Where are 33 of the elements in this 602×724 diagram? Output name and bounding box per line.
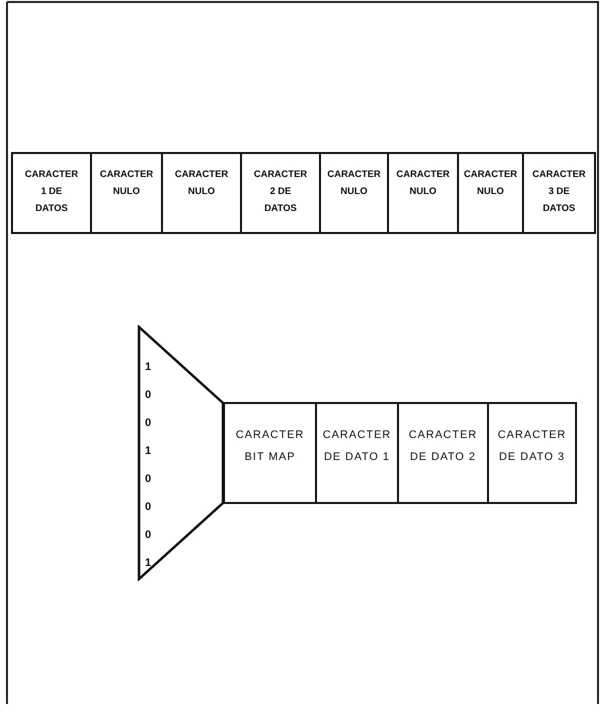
cell-label: CARACTER DE DATO 3 — [496, 428, 568, 465]
bit-digit: 1 — [145, 445, 152, 457]
character-cell — [161, 152, 242, 234]
bit-digit: 0 — [145, 417, 152, 429]
character-cell — [315, 402, 399, 504]
bit-digit: 0 — [145, 529, 152, 541]
character-cell — [397, 402, 489, 504]
cell-label: CARACTER NULO — [174, 168, 230, 199]
character-cell — [223, 402, 317, 504]
cell-label: CARACTER NULO — [326, 168, 382, 199]
cell-label: CARACTER NULO — [395, 168, 451, 199]
cell-label: CARACTER 1 DE DATOS — [24, 168, 80, 216]
cell-label: CARACTER NULO — [98, 168, 154, 199]
character-cell — [487, 402, 577, 504]
character-cell — [11, 152, 92, 234]
cell-label: CARACTER DE DATO 1 — [322, 428, 392, 465]
character-cell — [387, 152, 459, 234]
cell-label: CARACTER NULO — [462, 168, 518, 199]
bit-digit: 0 — [145, 389, 152, 401]
character-cell — [457, 152, 524, 234]
bit-digit: 0 — [145, 501, 152, 513]
cell-label: CARACTER BIT MAP — [234, 428, 306, 465]
bit-digit: 1 — [145, 557, 152, 569]
character-cell — [240, 152, 321, 234]
cell-label: CARACTER DE DATO 2 — [408, 428, 478, 465]
bit-digit: 1 — [145, 361, 152, 373]
character-cell — [522, 152, 596, 234]
bit-digit: 0 — [145, 473, 152, 485]
bit-map-trapezoid — [137, 325, 225, 581]
character-cell — [90, 152, 163, 234]
cell-label: CARACTER 2 DE DATOS — [252, 168, 308, 216]
character-cell — [319, 152, 389, 234]
cell-label: CARACTER 3 DE DATOS — [531, 168, 587, 216]
